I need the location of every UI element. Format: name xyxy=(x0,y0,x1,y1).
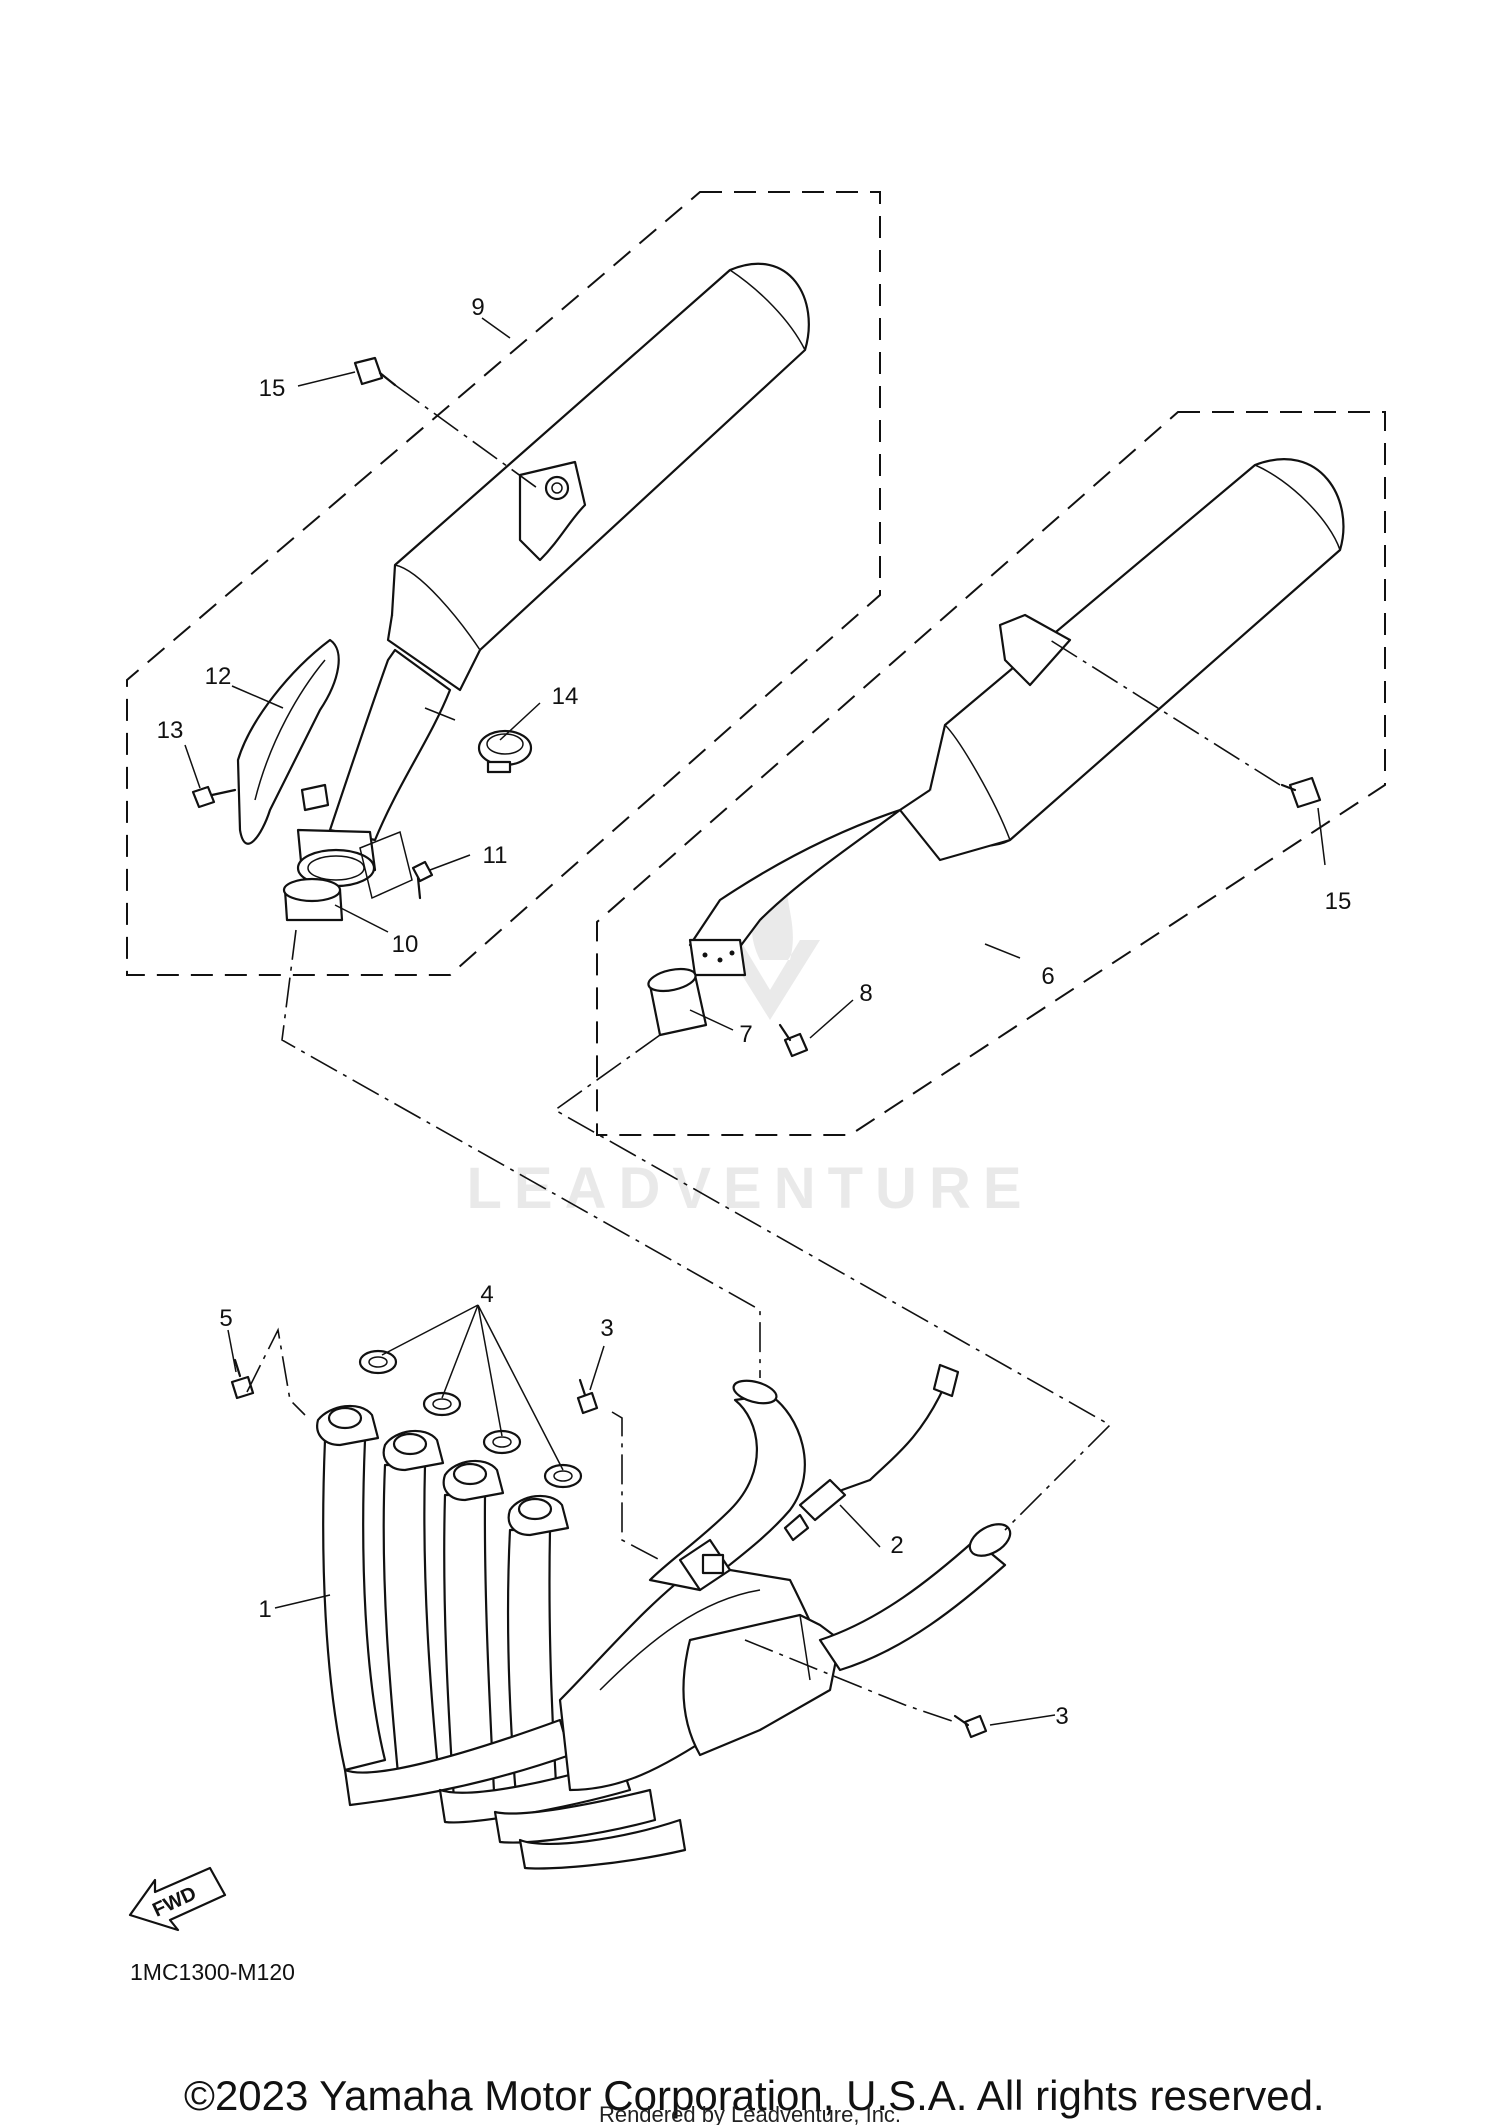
bolt-15-left xyxy=(353,356,397,387)
callout-3-top: 3 xyxy=(600,1315,613,1342)
leadventure-watermark: LEADVENTURE xyxy=(466,870,1033,1221)
gasket-right xyxy=(647,967,708,1037)
callout-11: 11 xyxy=(483,842,508,869)
diagram-code: 1MC1300-M120 xyxy=(130,1959,295,1985)
watermark-text: LEADVENTURE xyxy=(466,1156,1033,1221)
left-muffler-group-boundary xyxy=(126,191,881,976)
screw-11 xyxy=(411,860,434,900)
callout-12: 12 xyxy=(205,663,232,690)
callout-14: 14 xyxy=(552,683,579,710)
callout-6: 6 xyxy=(1041,963,1054,990)
callout-5: 5 xyxy=(219,1305,232,1332)
right-muffler-group-boundary xyxy=(596,411,1386,1136)
leader-lines xyxy=(184,317,1326,1726)
callout-8: 8 xyxy=(859,980,872,1007)
gaskets-4 xyxy=(358,1349,583,1489)
callout-7: 7 xyxy=(739,1021,752,1048)
screw-3-top xyxy=(576,1378,599,1415)
band-ring xyxy=(477,729,533,774)
screw-13 xyxy=(191,785,237,809)
connector-lines xyxy=(246,384,1281,1723)
leadventure-logo-icon xyxy=(720,870,820,1020)
bolt-15-right xyxy=(1280,776,1322,809)
callout-15-right: 15 xyxy=(1325,888,1352,915)
oxygen-sensor xyxy=(783,1363,960,1542)
callout-13: 13 xyxy=(157,717,184,744)
callout-1: 1 xyxy=(258,1596,271,1623)
callout-15-left: 15 xyxy=(259,375,286,402)
fwd-arrow-icon: FWD xyxy=(128,1866,227,1932)
callout-10: 10 xyxy=(392,931,419,958)
callouts: 9 15 12 13 14 11 10 15 6 8 7 4 5 3 2 1 3 xyxy=(157,294,1352,1730)
exhaust-pipe-assembly xyxy=(316,1379,1012,1870)
rendered-by-note: Rendered by Leadventure, Inc. xyxy=(599,2102,901,2125)
callout-2: 2 xyxy=(890,1532,903,1559)
screw-3-bottom xyxy=(953,1714,988,1739)
callout-3-bottom: 3 xyxy=(1055,1703,1068,1730)
callout-4: 4 xyxy=(480,1281,493,1308)
copyright-notice: ©2023 Yamaha Motor Corporation, U.S.A. A… xyxy=(184,2072,1325,2119)
heat-protector xyxy=(236,638,340,845)
right-muffler xyxy=(688,458,1345,977)
screw-8 xyxy=(778,1023,809,1058)
callout-9: 9 xyxy=(471,294,484,321)
gasket-left xyxy=(282,877,344,922)
screw-5 xyxy=(230,1358,255,1400)
